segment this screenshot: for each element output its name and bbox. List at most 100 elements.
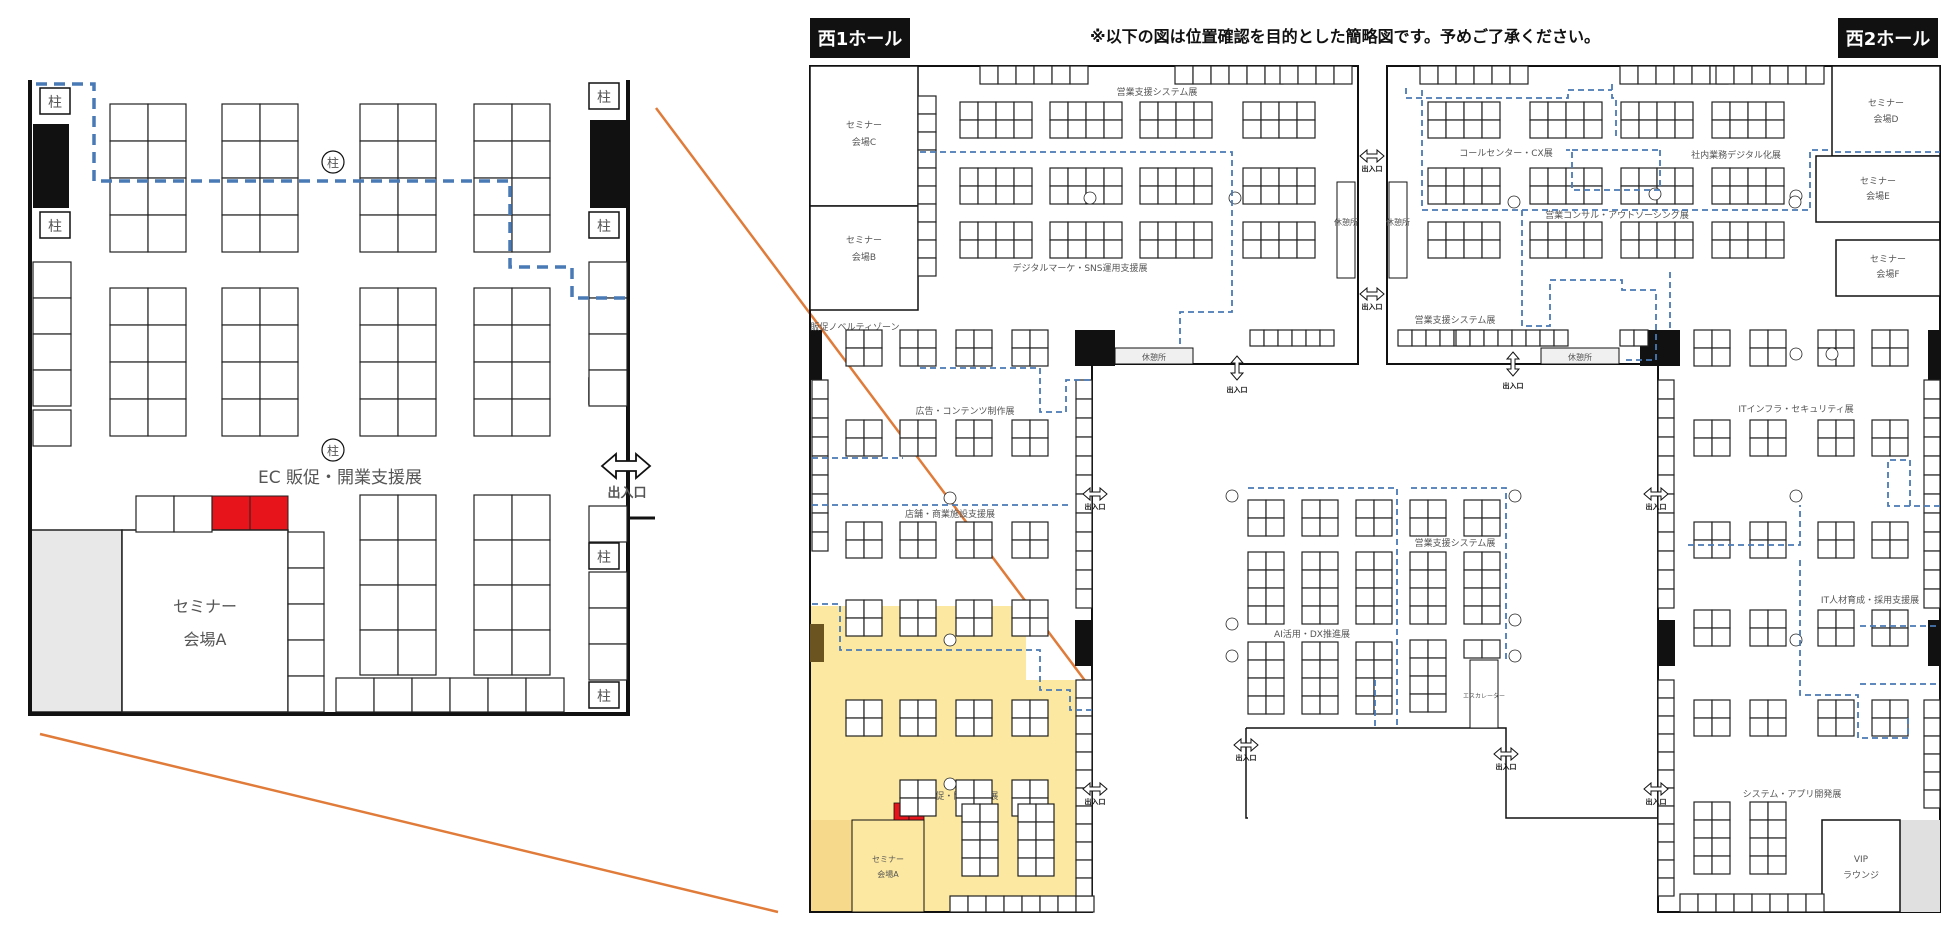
booth[interactable] (1011, 521, 1031, 541)
booth[interactable] (109, 398, 149, 437)
booth[interactable] (259, 140, 299, 179)
booth[interactable] (1373, 499, 1393, 519)
booth[interactable] (1013, 119, 1033, 139)
booth[interactable] (1711, 239, 1731, 259)
booth[interactable] (1711, 101, 1731, 121)
booth[interactable] (959, 185, 979, 205)
booth[interactable] (511, 539, 551, 586)
booth[interactable] (1679, 893, 1699, 913)
booth[interactable] (1711, 419, 1731, 439)
seminar-room-f[interactable] (1835, 239, 1941, 297)
booth[interactable] (1637, 65, 1657, 85)
booth[interactable] (359, 494, 399, 541)
booth[interactable] (1529, 239, 1549, 259)
booth[interactable] (1889, 329, 1909, 349)
booth[interactable] (1656, 119, 1676, 139)
booth[interactable] (147, 103, 187, 142)
booth[interactable] (1427, 517, 1447, 537)
booth[interactable] (1085, 221, 1105, 241)
booth[interactable] (1013, 167, 1033, 187)
booth[interactable] (863, 717, 883, 737)
booth[interactable] (511, 629, 551, 676)
booth[interactable] (955, 437, 975, 457)
booth[interactable] (259, 324, 299, 363)
booth[interactable] (955, 699, 975, 719)
booth[interactable] (1427, 101, 1447, 121)
booth[interactable] (1749, 347, 1769, 367)
booth[interactable] (1039, 895, 1059, 913)
booth[interactable] (473, 361, 513, 400)
booth[interactable] (1638, 167, 1658, 187)
booth[interactable] (1923, 789, 1941, 809)
booth[interactable] (1620, 185, 1640, 205)
booth[interactable] (1247, 569, 1267, 589)
booth[interactable] (1583, 185, 1603, 205)
booth[interactable] (1075, 569, 1093, 590)
booth[interactable] (1103, 185, 1123, 205)
booth[interactable] (1427, 119, 1447, 139)
booth[interactable] (1657, 823, 1675, 843)
booth[interactable] (863, 521, 883, 541)
booth[interactable] (1427, 167, 1447, 187)
booth[interactable] (977, 101, 997, 121)
booth[interactable] (1247, 659, 1267, 679)
booth[interactable] (1445, 101, 1465, 121)
booth[interactable] (1805, 893, 1825, 913)
booth[interactable] (1497, 329, 1513, 347)
booth[interactable] (1085, 119, 1105, 139)
booth[interactable] (1747, 221, 1767, 241)
booth[interactable] (1481, 101, 1501, 121)
booth[interactable] (511, 361, 551, 400)
booth[interactable] (1481, 119, 1501, 139)
booth[interactable] (1481, 185, 1501, 205)
booth[interactable] (173, 495, 213, 533)
booth[interactable] (1278, 185, 1298, 205)
booth[interactable] (473, 140, 513, 179)
booth[interactable] (1017, 857, 1037, 877)
booth[interactable] (397, 494, 437, 541)
booth[interactable] (811, 493, 829, 514)
booth[interactable] (1035, 857, 1055, 877)
booth[interactable] (1373, 587, 1393, 607)
booth[interactable] (1657, 588, 1675, 609)
booth[interactable] (917, 521, 937, 541)
booth[interactable] (1049, 239, 1069, 259)
booth[interactable] (1409, 639, 1429, 659)
booth[interactable] (961, 821, 981, 841)
booth[interactable] (1769, 893, 1789, 913)
booth[interactable] (32, 333, 72, 371)
booth[interactable] (1619, 329, 1635, 347)
booth[interactable] (287, 567, 325, 605)
booth[interactable] (1547, 101, 1567, 121)
booth[interactable] (1655, 65, 1675, 85)
booth[interactable] (1749, 539, 1769, 559)
booth[interactable] (1657, 398, 1675, 419)
booth[interactable] (845, 699, 865, 719)
booth[interactable] (1139, 185, 1159, 205)
booth[interactable] (473, 177, 513, 216)
booth[interactable] (1923, 417, 1941, 438)
booth[interactable] (1923, 753, 1941, 773)
booth[interactable] (473, 324, 513, 363)
booth[interactable] (1049, 185, 1069, 205)
booth[interactable] (287, 675, 325, 713)
booth[interactable] (1278, 101, 1298, 121)
booth[interactable] (1301, 605, 1321, 625)
booth[interactable] (811, 474, 829, 495)
booth[interactable] (1296, 119, 1316, 139)
booth[interactable] (1011, 419, 1031, 439)
booth[interactable] (473, 584, 513, 631)
booth[interactable] (995, 185, 1015, 205)
booth[interactable] (1419, 65, 1439, 85)
booth[interactable] (1260, 167, 1280, 187)
booth[interactable] (1805, 65, 1825, 85)
booth[interactable] (1711, 347, 1731, 367)
booth[interactable] (1656, 101, 1676, 121)
booth[interactable] (973, 437, 993, 457)
booth[interactable] (917, 221, 937, 241)
booth[interactable] (995, 119, 1015, 139)
booth[interactable] (863, 419, 883, 439)
booth[interactable] (588, 571, 628, 609)
booth[interactable] (1767, 329, 1787, 349)
booth[interactable] (397, 177, 437, 216)
